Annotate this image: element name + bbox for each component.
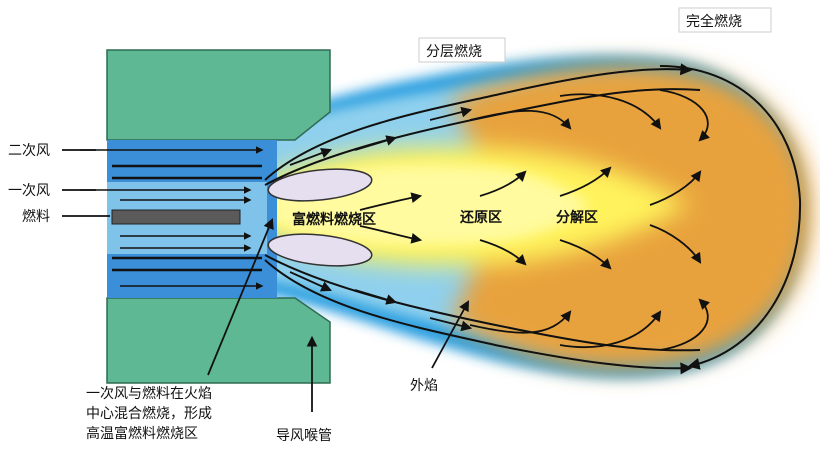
duct-walls xyxy=(112,164,262,272)
burner-upper-block xyxy=(106,49,331,141)
upper-recirculation-lobe xyxy=(267,168,373,202)
label-reduction-zone: 还原区 xyxy=(459,209,502,226)
label-fuel-rich-zone: 富燃料燃烧区 xyxy=(292,211,376,228)
note-line-3: 高温富燃料燃烧区 xyxy=(86,425,198,442)
label-complete-combustion: 完全燃烧 xyxy=(686,13,742,30)
label-fuel: 燃料 xyxy=(22,208,50,225)
label-primary-air: 一次风 xyxy=(8,183,50,199)
burner-lower-block xyxy=(106,297,331,384)
internal-arrows xyxy=(289,89,710,351)
lower-recirculation-lobe xyxy=(267,233,373,267)
note-line-2: 中心混合燃烧，形成 xyxy=(86,405,212,422)
label-secondary-air: 二次风 xyxy=(8,143,50,159)
label-decomposition-zone: 分解区 xyxy=(556,209,598,226)
staged-combustion-box xyxy=(418,37,506,63)
label-outer-flame: 外焰 xyxy=(410,378,438,394)
label-staged-combustion: 分层燃烧 xyxy=(426,43,482,60)
complete-combustion-box xyxy=(678,7,772,33)
label-throat: 导风喉管 xyxy=(276,428,332,444)
fuel-pipe xyxy=(111,209,241,225)
note-line-1: 一次风与燃料在火焰 xyxy=(86,385,212,402)
pointer-lines xyxy=(62,149,470,412)
explanation-note: 一次风与燃料在火焰 中心混合燃烧，形成 高温富燃料燃烧区 xyxy=(86,385,212,442)
inlet-arrows xyxy=(80,146,264,290)
